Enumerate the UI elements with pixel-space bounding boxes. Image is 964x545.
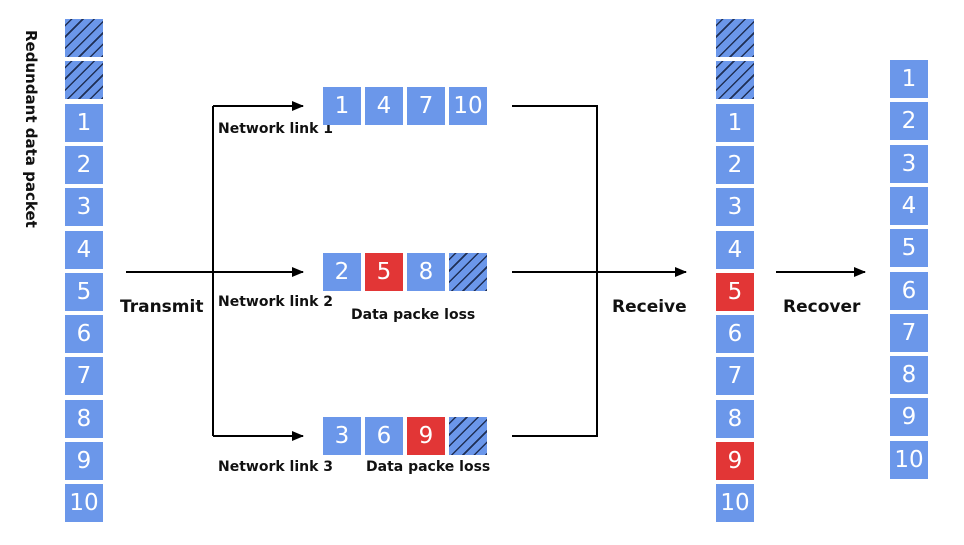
redundant-data-packet-label: Redundant data packet [22,30,40,228]
network-link-1-label: Network link 1 [218,121,334,137]
redundant-packet-icon [65,61,103,100]
lost-packet: 9 [407,417,445,455]
received-packet: 2 [716,145,754,184]
sender-packet: 4 [65,230,103,269]
received-packet: 1 [716,103,754,142]
link-packet: 4 [365,87,403,125]
link-packet: 1 [323,87,361,125]
link-packet: 3 [323,417,361,455]
link-packet: 6 [365,417,403,455]
network-link-2-label: Network link 2 [218,294,334,310]
recovered-packet: 1 [890,60,928,98]
sender-packet: 2 [65,145,103,184]
link-packet: 10 [449,87,487,125]
recovered-packet: 2 [890,102,928,141]
redundant-packet-icon [65,19,103,57]
recovered-packet: 10 [890,440,928,479]
link-packet: 2 [323,253,361,291]
sender-packet: 5 [65,272,103,311]
link-3-loss-label: Data packe loss [366,459,491,475]
received-packet: 7 [716,357,754,396]
received-packet: 8 [716,399,754,438]
lost-packet: 5 [365,253,403,291]
redundant-packet-icon [716,19,754,57]
redundant-packet-icon [449,417,487,455]
redundant-packet-icon [716,61,754,100]
sender-packet: 6 [65,315,103,354]
received-packet: 6 [716,315,754,354]
sender-packet: 3 [65,188,103,227]
link-2-loss-label: Data packe loss [351,307,476,323]
receive-label: Receive [612,297,687,317]
network-link-3-label: Network link 3 [218,459,334,475]
redundant-packet-icon [449,253,487,291]
sender-packet: 7 [65,357,103,396]
recovered-packet: 5 [890,229,928,268]
received-packet: 10 [716,484,754,523]
recovered-packet: 6 [890,271,928,310]
sender-packet: 1 [65,103,103,142]
sender-packet: 8 [65,399,103,438]
link-packet: 7 [407,87,445,125]
recovered-packet: 3 [890,144,928,183]
lost-packet: 5 [716,272,754,311]
recovered-packet: 8 [890,356,928,395]
transmit-label: Transmit [120,297,204,317]
received-packet: 3 [716,188,754,227]
recovered-packet: 7 [890,313,928,352]
sender-packet: 10 [65,484,103,523]
link-packet: 8 [407,253,445,291]
recovered-packet: 4 [890,186,928,225]
recovered-packet: 9 [890,398,928,437]
sender-packet: 9 [65,442,103,480]
lost-packet: 9 [716,442,754,480]
received-packet: 4 [716,230,754,269]
recover-label: Recover [783,297,861,317]
